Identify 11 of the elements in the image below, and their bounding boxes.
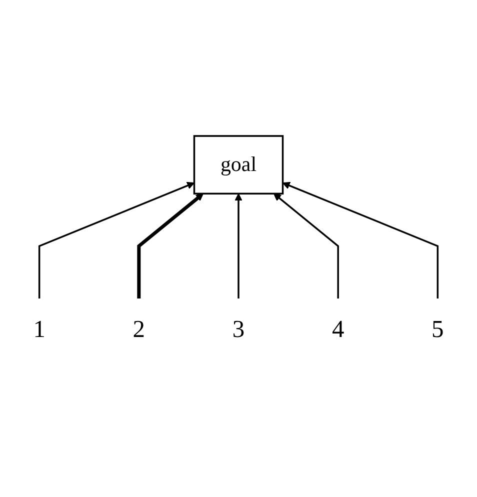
node-box: goal [193, 134, 284, 194]
node-text: 2 [132, 316, 146, 343]
node-text: 5 [432, 316, 444, 343]
node-text: 4 [332, 316, 344, 343]
arrow [274, 193, 339, 298]
node-text: 3 [232, 316, 245, 343]
arrow [234, 193, 242, 298]
arrow [38, 182, 195, 298]
arrow [282, 182, 439, 298]
node-text: 1 [33, 316, 46, 343]
arrow [137, 193, 204, 298]
